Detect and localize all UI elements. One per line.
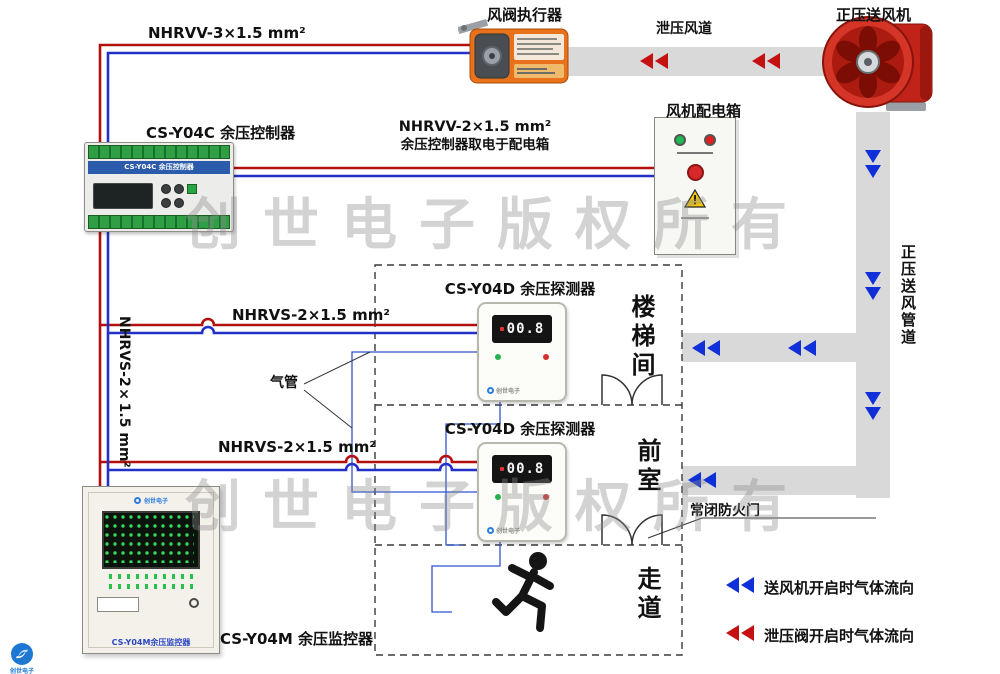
- green-lamp-icon: [674, 134, 686, 146]
- indicator-led-row: [109, 574, 193, 579]
- red-button-icon: [686, 164, 704, 181]
- room-label-stairwell: 楼梯间: [627, 294, 655, 381]
- fan-label: 正压送风机: [836, 6, 912, 24]
- riser-cable-label: NHRVS-2×1.5 mm²: [116, 316, 132, 468]
- fire-door-pointer: [647, 517, 876, 539]
- detector-display: 00.8: [492, 315, 552, 343]
- controller-button: [161, 183, 171, 194]
- fire-door-symbol-1: [631, 374, 663, 406]
- legend-relief-arrow-icon: [726, 625, 754, 641]
- warning-triangle-icon: [684, 189, 706, 208]
- pressure-reading: 00.8: [506, 461, 545, 477]
- supply-fan-device: [820, 12, 942, 120]
- fan-icon: [822, 16, 933, 111]
- lcd-status-dot: [499, 327, 504, 331]
- pressure-monitor-device: 创世电子 CS-Y04M余压监控器: [82, 486, 220, 654]
- air-tube-pointer-1: [303, 351, 371, 385]
- room-boundary: [374, 264, 683, 656]
- keyhole-icon: [189, 598, 199, 608]
- air-tubes: [351, 351, 501, 613]
- controller-buttons: [161, 183, 197, 208]
- detector2-cable-label: NHRVS-2×1.5 mm²: [218, 438, 376, 456]
- controller-button: [174, 183, 184, 194]
- alarm-led-icon: [543, 354, 549, 360]
- fire-door-symbol-2: [601, 514, 633, 546]
- label-strip: [681, 217, 709, 219]
- brand-logo-icon: [11, 643, 33, 665]
- detector1-tube: [445, 397, 501, 546]
- paper-slot: [97, 597, 139, 612]
- terminal-blocks-top: [88, 145, 230, 159]
- controller-button: [161, 197, 171, 208]
- room-label-corridor: 走道: [633, 566, 661, 624]
- controller-label: CS-Y04C 余压控制器: [146, 124, 296, 142]
- detector-display: 00.8: [492, 455, 552, 483]
- blue-wires: [106, 51, 656, 488]
- brand-mark: 创世电子: [83, 496, 219, 505]
- fire-door-symbols: [601, 374, 663, 546]
- label-strip: [677, 152, 713, 154]
- monitor-panel-label: CS-Y04M余压监控器: [111, 638, 191, 647]
- alarm-led-icon: [543, 494, 549, 500]
- red-wires: [98, 43, 656, 488]
- air-tube-label: 气管: [270, 375, 298, 391]
- legend-supply-flow: 送风机开启时气体流向: [764, 579, 915, 597]
- indicator-led-row: [109, 584, 193, 589]
- detector2-tube: [431, 537, 501, 613]
- damper-actuator-device: [457, 16, 570, 94]
- red-lamp-icon: [704, 134, 716, 146]
- pressure-reading: 00.8: [506, 321, 545, 337]
- brand-logo-icon: [487, 387, 494, 394]
- brand-mark: 创世电子: [487, 526, 520, 535]
- power-cable-label: NHRVV-2×1.5 mm² 余压控制器取电于配电箱: [375, 118, 575, 154]
- actuator-label: 风阀执行器: [487, 6, 563, 24]
- brand-text: 创世电子: [10, 668, 35, 674]
- fire-door-symbol-2: [631, 514, 663, 546]
- brand-text: 创世电子: [496, 388, 521, 395]
- controller-model-band: CS-Y04C 余压控制器: [88, 161, 230, 174]
- leader-lines: [303, 351, 876, 539]
- brand-mark: 创世电子: [487, 386, 520, 395]
- monitor-label: CS-Y04M 余压监控器: [220, 630, 373, 648]
- fire-door-label: 常闭防火门: [690, 503, 760, 519]
- room-label-front-room: 前室: [633, 438, 661, 496]
- brand-logo: 创世电子: [10, 642, 34, 674]
- brand-text: 创世电子: [143, 498, 168, 505]
- distribution-box-label: 风机配电箱: [666, 102, 742, 120]
- relief-duct-label: 泄压风道: [656, 21, 712, 37]
- power-cable-line2: 余压控制器取电于配电箱: [400, 136, 550, 153]
- detector1-label: CS-Y04D 余压探测器: [444, 280, 596, 298]
- legend-relief-flow: 泄压阀开启时气体流向: [764, 627, 915, 645]
- monitor-screen: [102, 511, 200, 569]
- run-led-icon: [495, 494, 501, 500]
- pressure-detector-2-device: 00.8 创世电子: [477, 442, 567, 542]
- power-cable-line1: NHRVV-2×1.5 mm²: [398, 119, 552, 135]
- actuator-icon: [457, 18, 569, 84]
- lcd-status-dot: [499, 467, 504, 471]
- actuator-cable-label: NHRVV-3×1.5 mm²: [148, 24, 306, 42]
- run-led-icon: [495, 354, 501, 360]
- running-person-icon: [492, 552, 554, 632]
- supply-duct-label: 正压送风管道: [899, 244, 917, 346]
- brand-logo-icon: [487, 527, 494, 534]
- legend-supply-arrow-icon: [726, 577, 754, 593]
- terminal-blocks-bottom: [88, 215, 230, 229]
- relief-duct: [560, 47, 832, 76]
- pressure-controller-device: CS-Y04C 余压控制器: [84, 142, 234, 232]
- brand-text: 创世电子: [496, 528, 521, 535]
- front-room-branch-duct: [682, 466, 888, 495]
- pressure-detector-1-device: 00.8 创世电子: [477, 302, 567, 402]
- fire-door-symbol-1: [601, 374, 633, 406]
- controller-run-led: [187, 183, 197, 194]
- detector1-cable-label: NHRVS-2×1.5 mm²: [232, 306, 390, 324]
- detector2-label: CS-Y04D 余压探测器: [444, 420, 596, 438]
- air-tube-pointer-2: [303, 389, 353, 429]
- controller-button: [174, 197, 184, 208]
- brand-logo-icon: [133, 497, 141, 504]
- fan-distribution-box-device: [654, 117, 736, 255]
- reference-tube: [351, 351, 478, 493]
- controller-display: [93, 182, 153, 209]
